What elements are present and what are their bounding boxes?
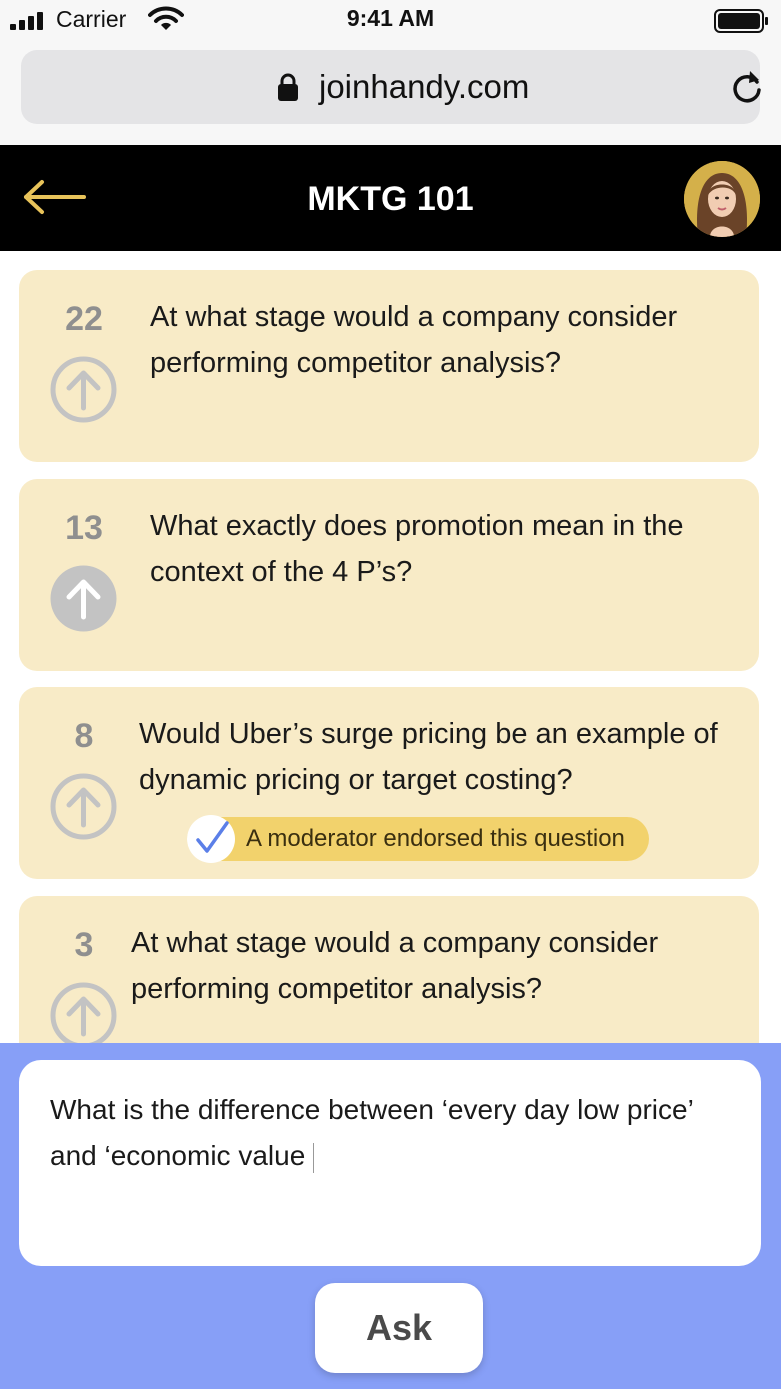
vote-count: 3: [74, 926, 94, 964]
checkmark-icon: [187, 815, 235, 863]
question-text: What exactly does promotion mean in the …: [150, 510, 684, 588]
url-text: joinhandy.com: [319, 68, 530, 105]
question-card[interactable]: 8 Would Uber’s surge pricing be an examp…: [19, 687, 759, 879]
reload-icon[interactable]: [730, 68, 764, 106]
question-text: At what stage would a company consider p…: [131, 927, 659, 1005]
question-card[interactable]: 13 What exactly does promotion mean in t…: [19, 479, 759, 671]
battery-icon: [714, 9, 768, 33]
question-input-value: What is the difference between ‘every da…: [50, 1094, 693, 1171]
avatar-portrait: [684, 161, 760, 237]
ask-button[interactable]: Ask: [315, 1283, 483, 1373]
question-list[interactable]: 22 At what stage would a company conside…: [0, 251, 781, 1043]
status-bar: Carrier 9:41 AM: [0, 0, 781, 40]
question-composer: What is the difference between ‘every da…: [0, 1043, 781, 1389]
question-input[interactable]: What is the difference between ‘every da…: [19, 1060, 761, 1266]
status-time: 9:41 AM: [346, 5, 435, 31]
app-header: MKTG 101: [0, 145, 781, 251]
page-title: MKTG 101: [307, 180, 474, 218]
question-card[interactable]: 3 At what stage would a company consider…: [19, 896, 759, 1043]
question-input-text[interactable]: What is the difference between ‘every da…: [50, 1087, 730, 1179]
upvote-arrow-icon[interactable]: [50, 982, 117, 1043]
vote-count: 8: [74, 717, 94, 755]
vote-count: 13: [65, 509, 103, 547]
upvote-arrow-icon[interactable]: [50, 773, 117, 840]
arrow-left-icon[interactable]: [22, 179, 86, 215]
upvote-arrow-icon[interactable]: [50, 356, 117, 423]
endorsement-text: A moderator endorsed this question: [246, 825, 625, 852]
carrier-label: Carrier: [56, 6, 127, 32]
wifi-icon: [148, 6, 184, 30]
avatar[interactable]: [684, 161, 760, 237]
browser-chrome: Carrier 9:41 AM joinhandy.com: [0, 0, 781, 145]
address-bar[interactable]: joinhandy.com: [21, 50, 761, 124]
lock-icon: [278, 73, 298, 101]
text-caret: [313, 1142, 315, 1173]
cellular-signal-icon: [10, 12, 43, 30]
question-text: Would Uber’s surge pricing be an example…: [139, 718, 718, 796]
upvote-arrow-icon[interactable]: [50, 565, 117, 632]
endorsed-badge: A moderator endorsed this question: [187, 815, 649, 863]
vote-count: 22: [65, 300, 103, 338]
question-text: At what stage would a company consider p…: [150, 301, 678, 379]
question-card[interactable]: 22 At what stage would a company conside…: [19, 270, 759, 462]
